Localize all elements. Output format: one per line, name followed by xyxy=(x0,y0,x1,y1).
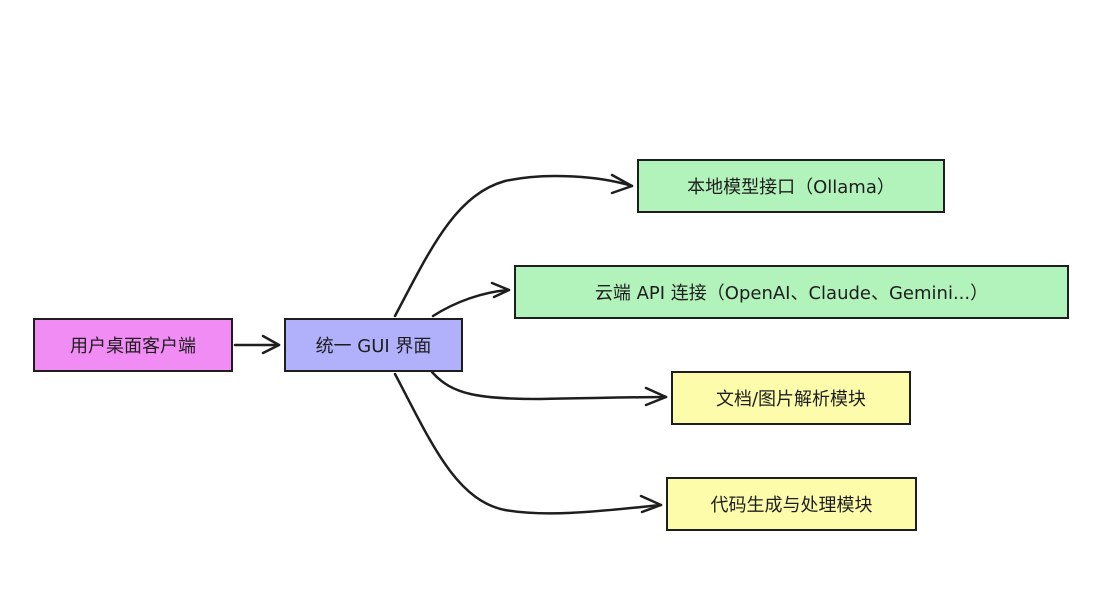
node-label: 云端 API 连接（OpenAI、Claude、Gemini...） xyxy=(594,283,989,304)
node-label: 用户桌面客户端 xyxy=(70,336,196,357)
edge-gui-to-parse xyxy=(430,370,668,407)
node-label: 代码生成与处理模块 xyxy=(710,495,873,516)
node-label: 文档/图片解析模块 xyxy=(715,389,867,410)
unified-gui-node[interactable]: 统一 GUI 界面 xyxy=(284,318,463,372)
code-generation-node[interactable]: 代码生成与处理模块 xyxy=(666,477,917,531)
edge-gui-to-code xyxy=(393,372,663,515)
cloud-api-connection-node[interactable]: 云端 API 连接（OpenAI、Claude、Gemini...） xyxy=(514,265,1069,319)
node-label: 统一 GUI 界面 xyxy=(315,336,432,357)
edge-gui-to-cloud xyxy=(431,281,511,318)
edge-gui-to-local xyxy=(393,173,634,318)
edge-client-to-gui xyxy=(233,334,281,355)
node-label: 本地模型接口（Ollama） xyxy=(687,177,895,198)
local-model-interface-node[interactable]: 本地模型接口（Ollama） xyxy=(637,159,945,213)
user-desktop-client-node[interactable]: 用户桌面客户端 xyxy=(33,318,233,372)
document-image-parsing-node[interactable]: 文档/图片解析模块 xyxy=(671,371,911,425)
